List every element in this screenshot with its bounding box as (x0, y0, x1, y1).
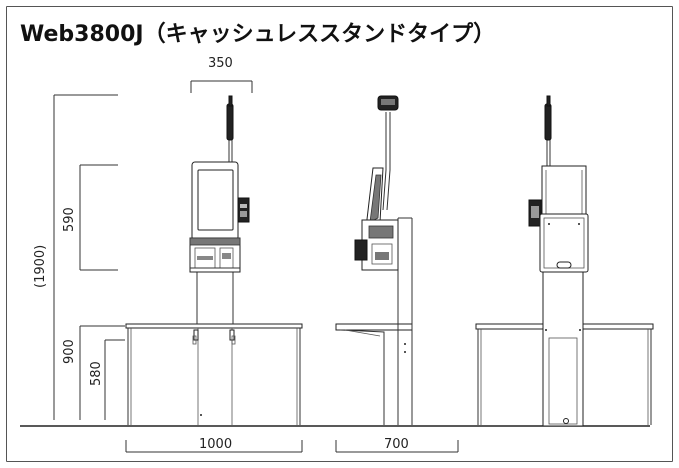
dimension-lines (53, 80, 459, 453)
dim-900-label: 900 (62, 339, 77, 364)
dim-350-label: 350 (208, 56, 233, 71)
back-view (475, 95, 654, 427)
diagram-title: Web3800J（キャッシュレススタンドタイプ） (20, 22, 495, 47)
dim-590-label: 590 (62, 207, 77, 232)
dim-700-label: 700 (384, 437, 409, 452)
front-view (125, 95, 303, 425)
dim-580-label: 580 (89, 361, 104, 386)
dim-1900-label: (1900) (33, 245, 48, 288)
dim-1000-label: 1000 (199, 437, 232, 452)
diagram-border (6, 6, 673, 462)
side-view (335, 95, 413, 425)
